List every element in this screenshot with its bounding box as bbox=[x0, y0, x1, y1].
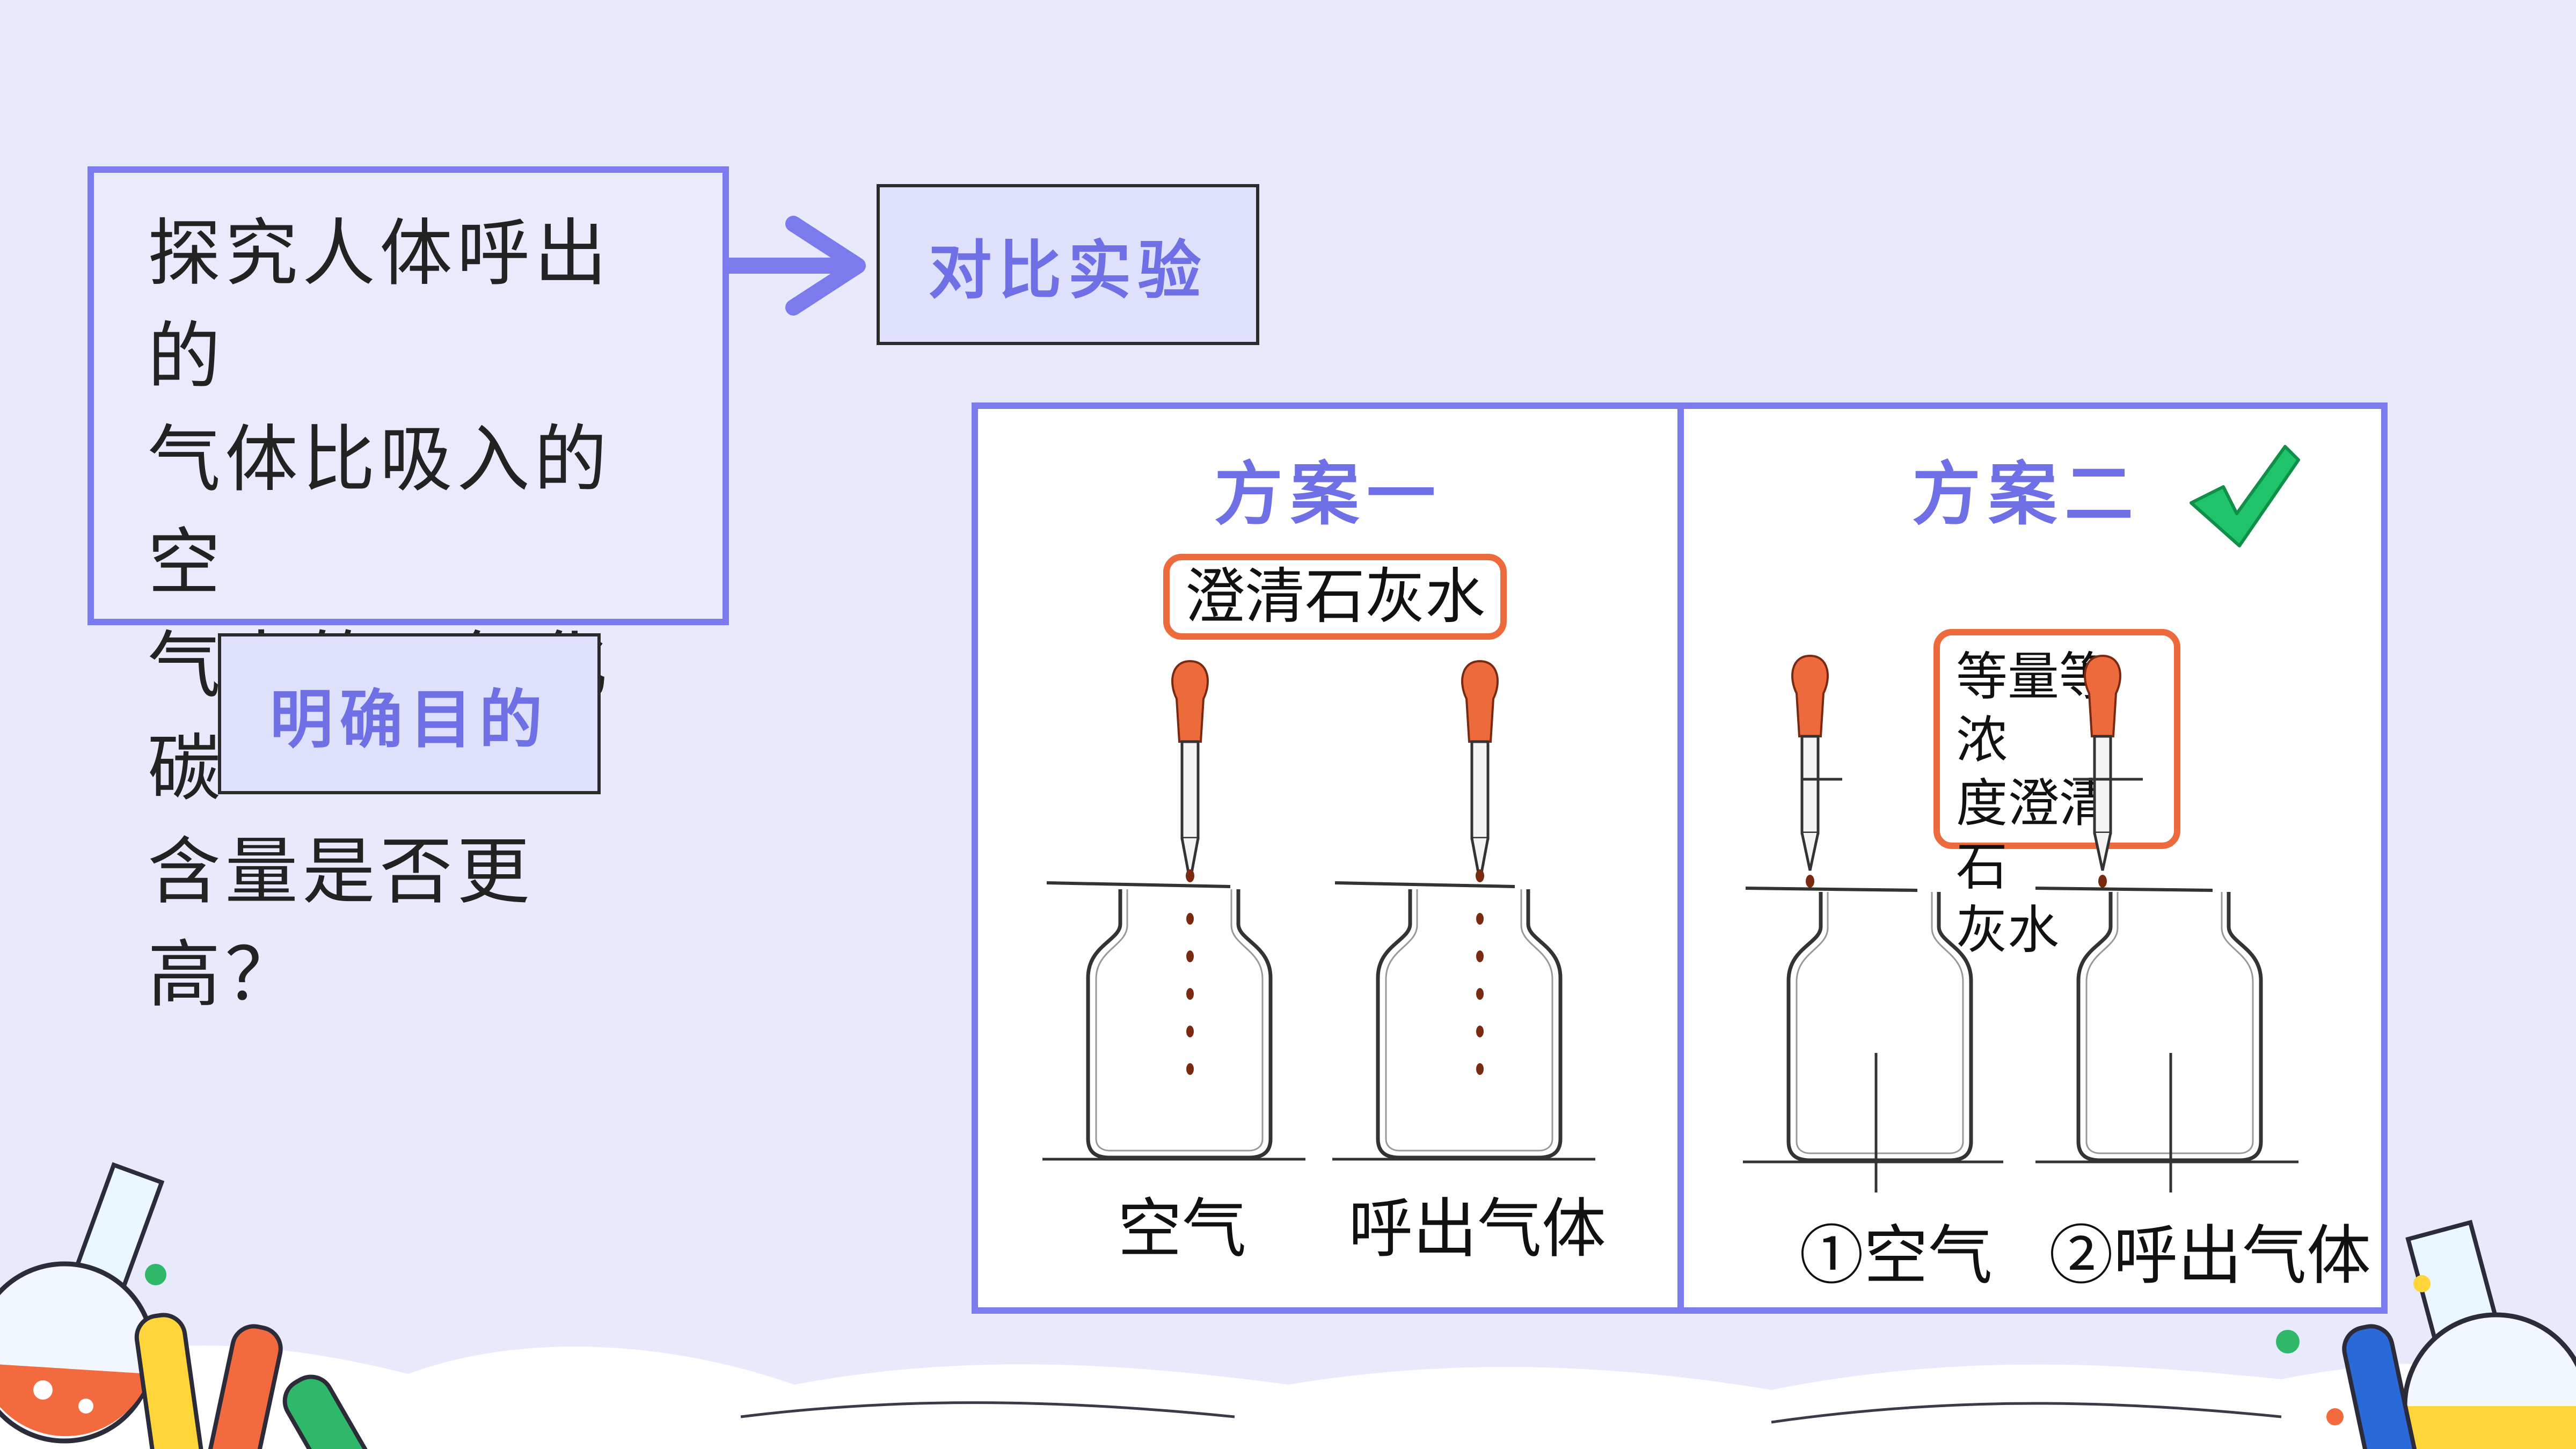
dropper-icon bbox=[1461, 660, 1499, 882]
question-line: 探究人体呼出的 bbox=[148, 211, 611, 399]
question-line: 气体比吸入的空 bbox=[148, 418, 611, 605]
plan2-apparatus bbox=[1743, 654, 2298, 1192]
test-tube-icon bbox=[134, 1313, 373, 1449]
test-tube-icon bbox=[2342, 1324, 2419, 1449]
gas-bottle-icon bbox=[1743, 887, 2003, 1192]
gas-bottle-icon bbox=[1332, 881, 1595, 1161]
goal-label: 明确目的 bbox=[269, 682, 549, 757]
gas-bottle-icon bbox=[2035, 887, 2298, 1192]
plan2-caption-exhaled: ②呼出气体 bbox=[2049, 1219, 2371, 1293]
dropper-icon bbox=[1791, 654, 1842, 871]
plan1-reagent-box: 澄清石灰水 bbox=[1163, 554, 1507, 640]
experiment-panel: 方案一 澄清石灰水 bbox=[972, 402, 2388, 1314]
plan1-title: 方案一 bbox=[1214, 455, 1443, 535]
plan1-caption-air: 空气 bbox=[1118, 1192, 1246, 1267]
panel-divider bbox=[1677, 409, 1684, 1307]
goal-label-box: 明确目的 bbox=[218, 633, 601, 794]
plan1-apparatus bbox=[1042, 660, 1595, 1161]
plan1-reagent: 澄清石灰水 bbox=[1185, 562, 1485, 632]
plan2-reagent-line: 度澄清石 bbox=[1956, 773, 2111, 897]
arrow-right-icon bbox=[729, 216, 866, 316]
plan1-caption-exhaled: 呼出气体 bbox=[1348, 1192, 1606, 1267]
plan2-reagent-line: 灰水 bbox=[1956, 900, 2059, 960]
plan2-reagent-box: 等量等浓 度澄清石 灰水 bbox=[1933, 629, 2180, 960]
lab-flask-icon bbox=[0, 1162, 165, 1444]
compare-label: 对比实验 bbox=[928, 233, 1208, 308]
dropper-icon bbox=[1171, 660, 1209, 882]
checkmark-icon bbox=[2190, 445, 2300, 547]
dropper-icon bbox=[2073, 654, 2143, 871]
question-line: 含量是否更高？ bbox=[148, 830, 534, 1018]
question-box: 探究人体呼出的 气体比吸入的空 气中的二氧化碳 含量是否更高？ bbox=[87, 166, 729, 1018]
plan2-title: 方案二 bbox=[1912, 455, 2141, 535]
compare-label-box: 对比实验 bbox=[877, 184, 1259, 345]
gas-bottle-icon bbox=[1042, 881, 1305, 1161]
plan2-caption-air: ①空气 bbox=[1799, 1219, 1993, 1293]
lab-flask-icon bbox=[2402, 1219, 2576, 1449]
question-text: 探究人体呼出的 气体比吸入的空 气中的二氧化碳 含量是否更高？ bbox=[148, 202, 684, 1027]
